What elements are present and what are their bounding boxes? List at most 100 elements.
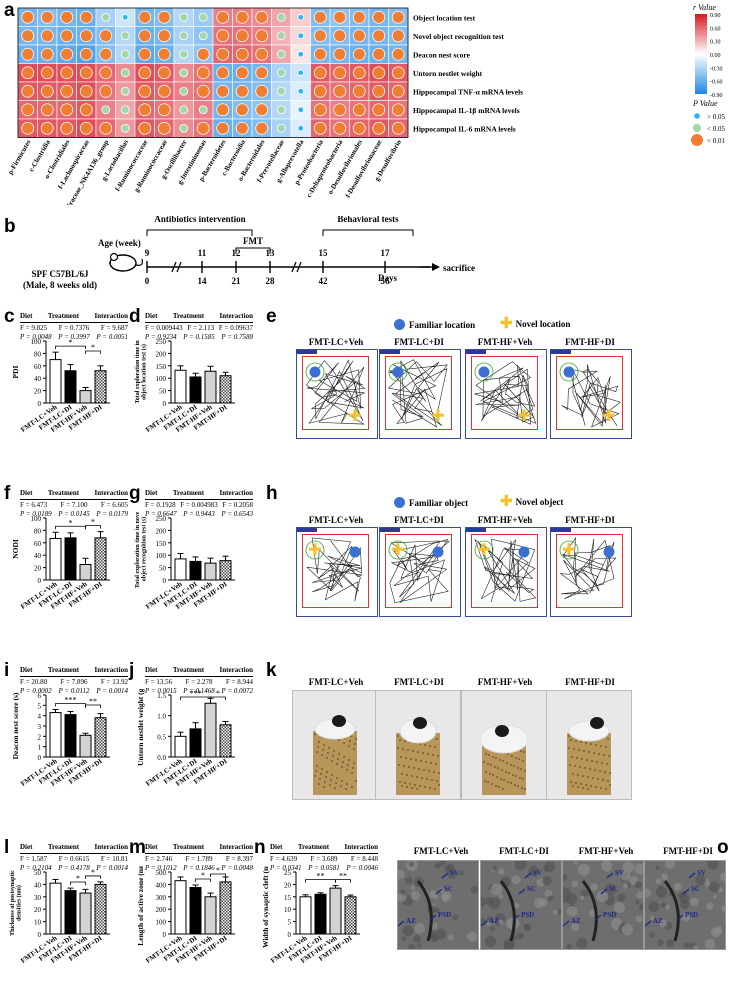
familiar-marker xyxy=(349,546,361,558)
y-tick-label: 4 xyxy=(38,713,42,721)
em-annotation: PSD xyxy=(521,911,534,919)
f-value: F = 3.689 xyxy=(310,855,338,863)
p-value-dot xyxy=(60,29,74,43)
stat-header: Treatment xyxy=(47,489,80,497)
p-value-dot xyxy=(255,121,269,135)
nest-photo xyxy=(292,690,378,800)
maze-arena: ✚ xyxy=(550,349,632,439)
colorbar-tick: 0.60 xyxy=(710,26,721,32)
panel-label-f: f xyxy=(4,483,11,504)
maze-title: FMT-LC+Veh xyxy=(308,515,364,525)
p-value-dot xyxy=(79,121,93,135)
bar xyxy=(64,537,77,581)
familiar-marker xyxy=(309,366,321,378)
p-value-dot xyxy=(297,88,304,95)
y-tick-label: 40 xyxy=(34,375,42,383)
p-value-dot xyxy=(235,103,249,117)
bar xyxy=(219,881,232,935)
p-value-dot xyxy=(216,121,230,135)
colorbar-tick: 0.00 xyxy=(710,53,721,59)
p-value-dot xyxy=(313,66,327,80)
colorbar-tick: -0.60 xyxy=(710,80,723,86)
week-tick-label: 17 xyxy=(381,248,391,258)
p-value-dot xyxy=(276,123,286,133)
p-legend-dot xyxy=(694,113,700,119)
significance-stars: ** xyxy=(317,872,325,881)
novel-marker: ✚ xyxy=(602,408,615,425)
y-tick-label: 80 xyxy=(34,527,42,535)
novel-marker: ✚ xyxy=(391,542,404,559)
p-value-dot xyxy=(255,10,269,24)
p-legend-label: > 0.05 xyxy=(707,113,725,121)
p-value-dot xyxy=(79,66,93,80)
stat-header: Interaction xyxy=(219,312,253,320)
p-value-dot xyxy=(352,10,366,24)
em-annotation: AZ xyxy=(571,917,581,925)
p-value-dot xyxy=(313,103,327,117)
maze-arena: ✚ xyxy=(550,527,632,617)
p-value-dot xyxy=(157,47,171,61)
p-value-dot xyxy=(297,14,304,21)
familiar-marker xyxy=(432,546,444,558)
p-value-dot xyxy=(138,121,152,135)
y-axis-label: Length of active zone (nm) xyxy=(136,866,145,946)
stat-header: Interaction xyxy=(94,666,128,674)
p-value-dot xyxy=(235,29,249,43)
p-value-dot xyxy=(372,66,386,80)
significance-stars: ** xyxy=(89,697,97,706)
p-value: P = 0.0145 xyxy=(58,510,90,518)
antibiotics-label: Antibiotics intervention xyxy=(154,216,245,224)
stat-header: Diet xyxy=(145,843,158,851)
p-value-dot xyxy=(333,29,347,43)
p-value-dot xyxy=(157,121,171,135)
mouse-icon xyxy=(109,252,143,272)
p-value-dot xyxy=(235,121,249,135)
novel-marker: ✚ xyxy=(477,542,490,559)
em-annotation: AZ xyxy=(406,917,416,925)
mouse-in-nest xyxy=(590,717,604,729)
p-value-dot xyxy=(196,47,210,61)
bar xyxy=(189,560,202,581)
y-tick-label: 20 xyxy=(34,906,42,914)
p-value-dot xyxy=(255,66,269,80)
p-legend-dot xyxy=(691,134,703,146)
y-tick-label: 10 xyxy=(284,906,292,914)
p-value-dot xyxy=(21,47,35,61)
significance-stars: * xyxy=(201,871,205,880)
p-value-dot xyxy=(352,121,366,135)
bar xyxy=(174,369,187,404)
y-tick-label: 20 xyxy=(284,881,292,889)
p-value-dot xyxy=(60,47,74,61)
p-value-dot xyxy=(99,47,113,61)
p-value-dot xyxy=(352,103,366,117)
p-value-dot xyxy=(122,14,129,21)
y-axis-label: Deacon nest score (s) xyxy=(11,692,20,759)
p-value-dot xyxy=(99,84,113,98)
p-value-dot xyxy=(60,10,74,24)
panel-label-n: n xyxy=(254,837,266,858)
bar xyxy=(49,712,62,758)
em-title: FMT-LC+Veh xyxy=(413,846,469,856)
p-legend-label: < 0.05 xyxy=(707,125,725,133)
significance-stars: * xyxy=(69,518,73,527)
stat-header: Diet xyxy=(20,666,33,674)
p-value-dot xyxy=(40,121,54,135)
p-value-dot xyxy=(179,86,189,96)
y-tick-label: 40 xyxy=(34,881,42,889)
mouse-in-nest xyxy=(413,717,427,729)
p-value-dot xyxy=(391,29,405,43)
y-tick-label: 3 xyxy=(38,723,42,731)
y-tick-label: 5 xyxy=(38,702,42,710)
blue-circle-icon xyxy=(394,497,405,508)
p-value-dot xyxy=(79,47,93,61)
p-value: P = 0.0581 xyxy=(308,864,340,872)
week-tick-label: 12 xyxy=(232,248,242,258)
legend-novel-object: ✚ Novel object xyxy=(500,494,564,510)
week-tick-label: 9 xyxy=(145,248,150,258)
p-value: P = 0.9234 xyxy=(145,333,177,341)
significance-stars: * xyxy=(216,689,220,698)
p-value: P = 0.1012 xyxy=(145,864,177,872)
